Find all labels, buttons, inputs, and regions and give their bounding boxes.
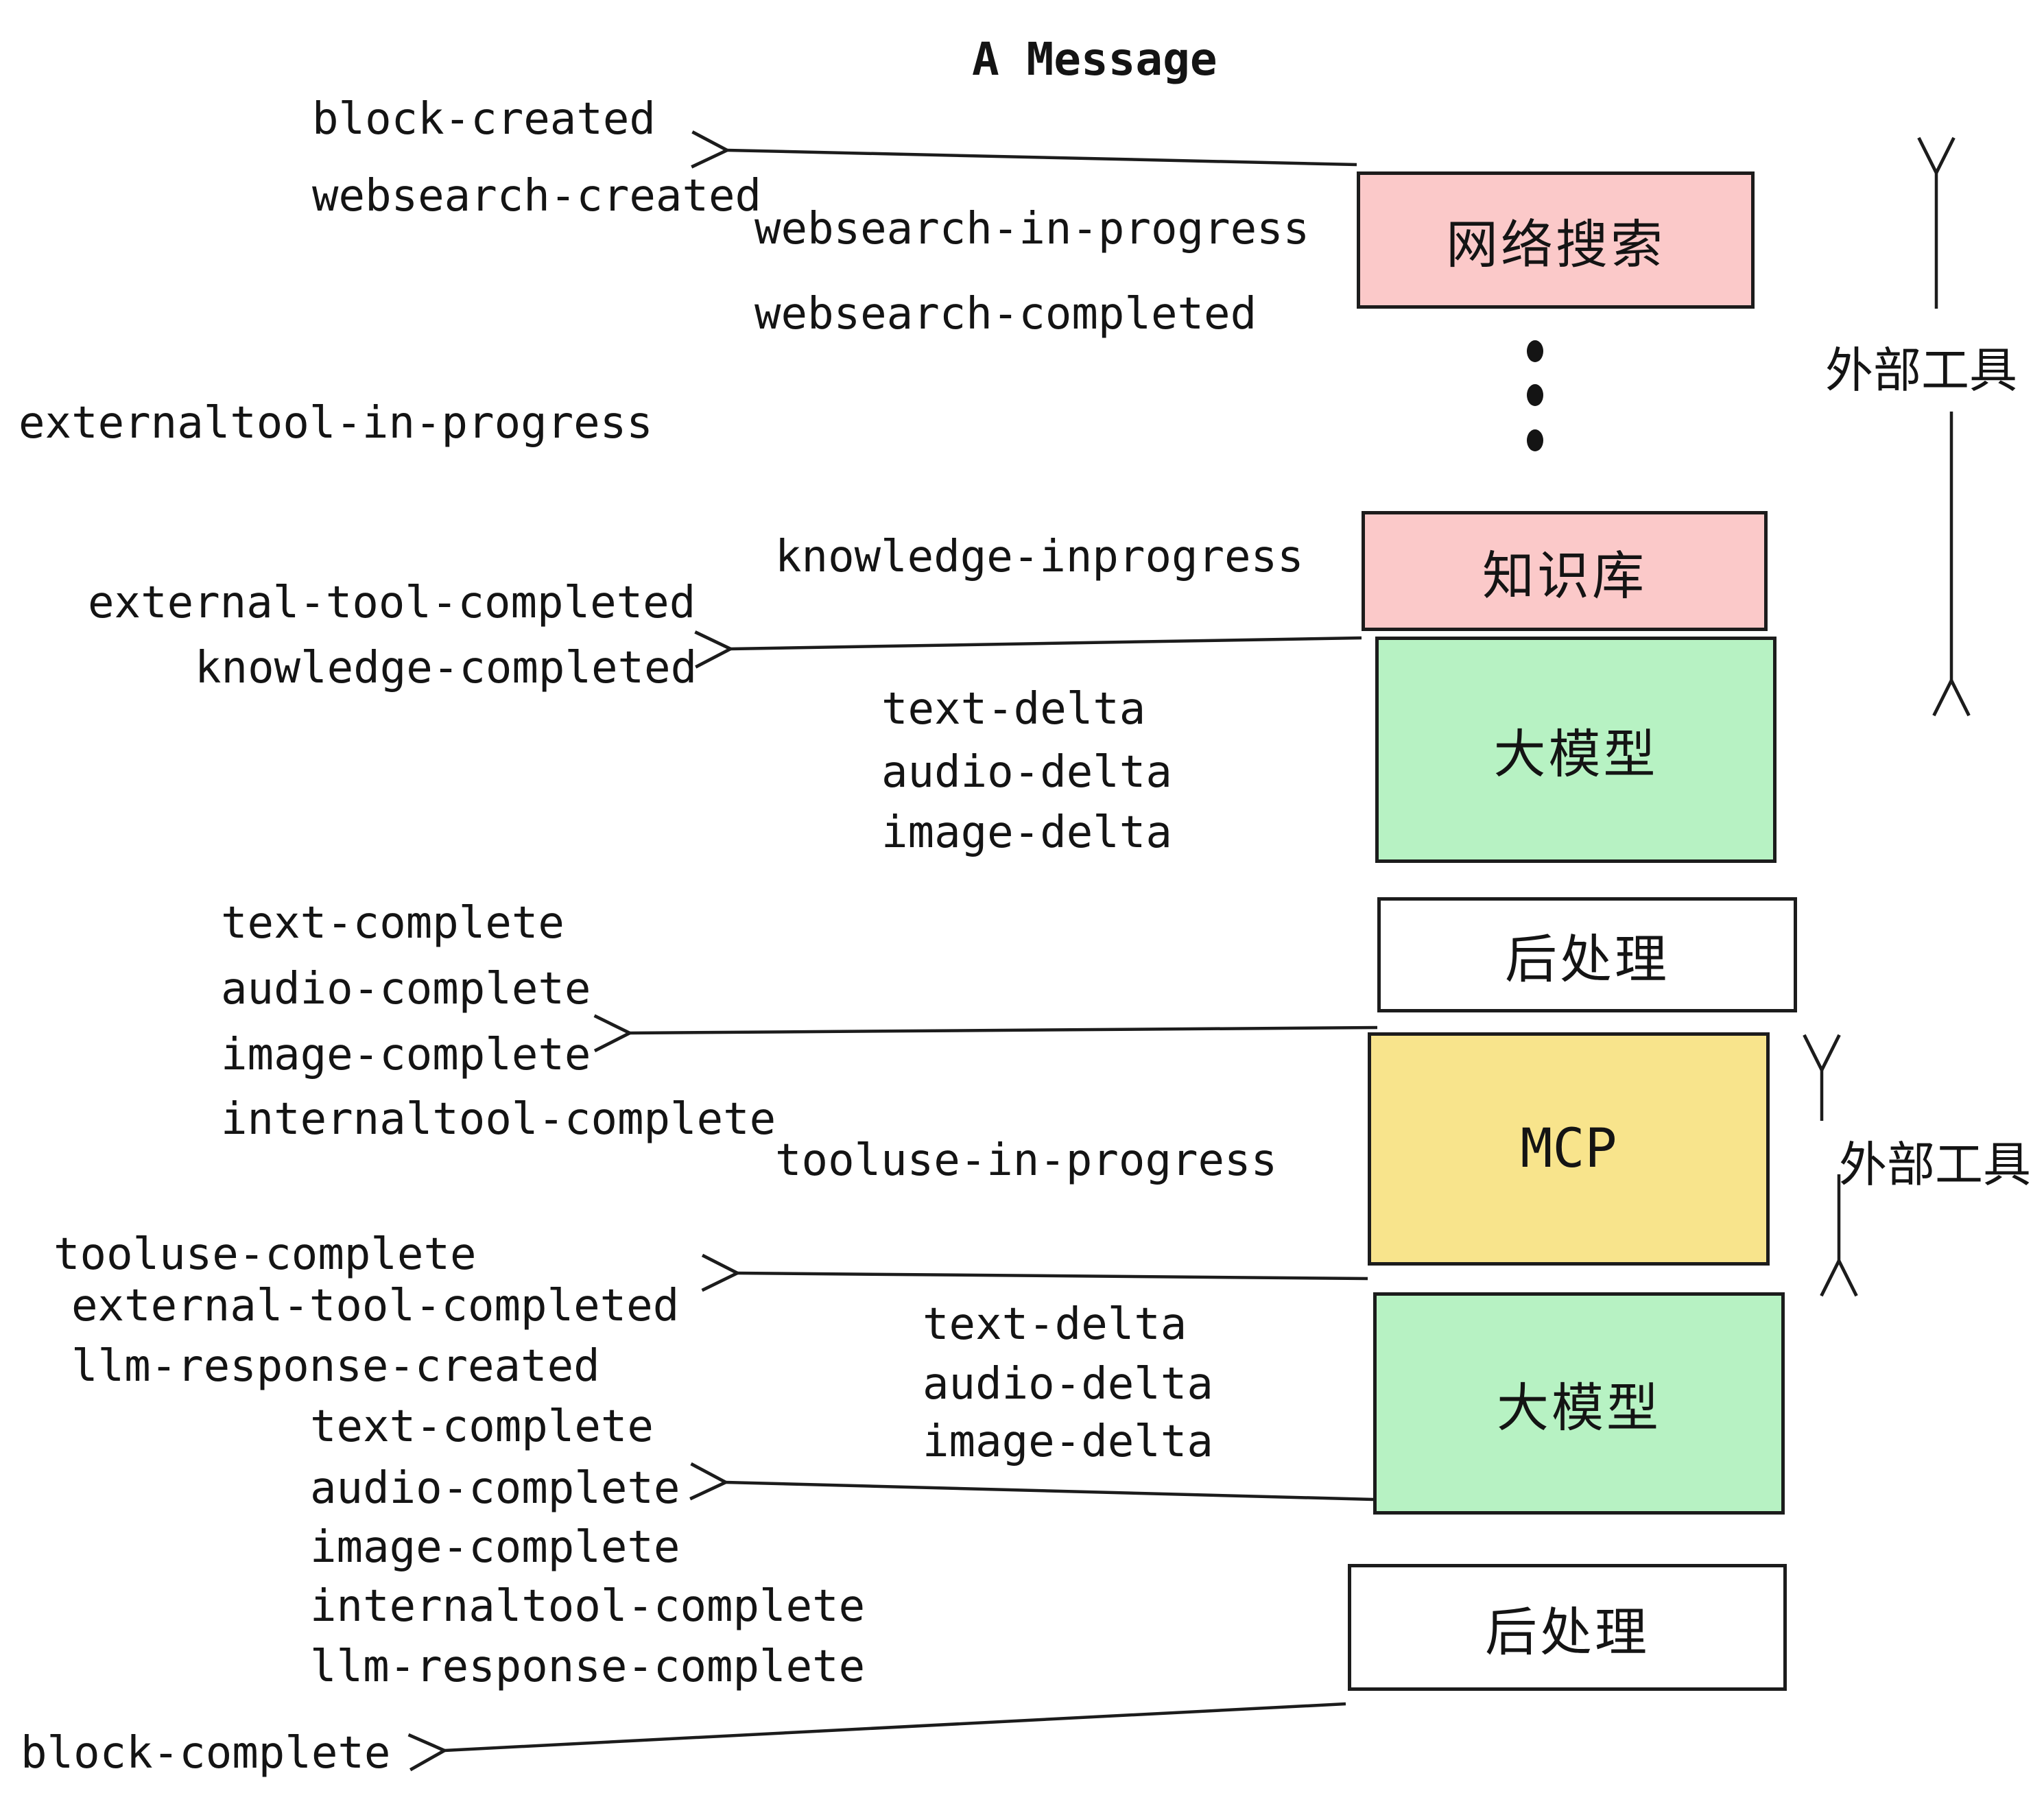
side-label-external-tools-1: 外部工具 — [1825, 342, 2017, 399]
box-websearch: 网络搜索 — [1357, 171, 1755, 309]
arrow-internaltool-complete — [593, 1014, 1378, 1053]
box-llm-2-label: 大模型 — [1497, 1377, 1661, 1438]
box-postprocess-1: 后处理 — [1377, 897, 1797, 1012]
event-label-knowledge-completed: knowledge-completed — [195, 643, 698, 693]
event-label-block-complete: block-complete — [21, 1728, 391, 1779]
event-label-knowledge-inprogress: knowledge-inprogress — [775, 532, 1304, 582]
event-label-text-complete-2: text-complete — [310, 1401, 654, 1452]
box-llm-1-label: 大模型 — [1493, 724, 1659, 785]
box-postprocess-2: 后处理 — [1348, 1564, 1787, 1691]
event-label-tooluse-in-progress: tooluse-in-progress — [775, 1135, 1278, 1186]
event-label-external-tool-completed-1: external-tool-completed — [88, 578, 696, 628]
event-label-audio-delta-1: audio-delta — [881, 747, 1172, 798]
arrow-websearch-created — [691, 130, 1357, 169]
arrow-block-complete — [407, 1702, 1346, 1772]
event-label-internaltool-complete-1: internaltool-complete — [221, 1094, 776, 1145]
event-label-tooluse-complete: tooluse-complete — [54, 1229, 477, 1280]
box-llm-2: 大模型 — [1373, 1292, 1785, 1515]
box-postprocess-2-label: 后处理 — [1485, 1601, 1650, 1663]
box-knowledge-label: 知识库 — [1482, 545, 1647, 606]
ellipsis-dots — [1527, 340, 1543, 451]
diagram-title: A Message — [972, 33, 1217, 86]
event-label-text-delta-2: text-delta — [923, 1299, 1187, 1350]
event-label-externaltool-in-progress: externaltool-in-progress — [19, 398, 653, 449]
box-mcp: MCP — [1368, 1032, 1770, 1266]
event-label-text-complete-1: text-complete — [221, 898, 565, 949]
event-label-image-complete-1: image-complete — [221, 1030, 591, 1080]
box-knowledge: 知识库 — [1362, 511, 1768, 631]
box-llm-1: 大模型 — [1375, 637, 1776, 863]
event-label-audio-delta-2: audio-delta — [923, 1359, 1213, 1410]
arrow-knowledge-completed — [694, 630, 1362, 669]
event-label-block-created: block-created — [312, 94, 656, 145]
arrow-audio-complete — [689, 1462, 1374, 1502]
event-label-llm-response-created: llm-response-created — [71, 1341, 600, 1392]
event-label-image-delta-2: image-delta — [923, 1416, 1213, 1467]
event-label-internaltool-complete-2: internaltool-complete — [310, 1581, 866, 1632]
arrow-tooluse-complete — [701, 1253, 1368, 1292]
event-label-image-complete-2: image-complete — [310, 1522, 680, 1573]
event-label-external-tool-completed-2: external-tool-completed — [71, 1281, 680, 1331]
box-websearch-label: 网络搜索 — [1446, 214, 1665, 275]
event-label-audio-complete-2: audio-complete — [310, 1463, 680, 1514]
event-label-websearch-completed: websearch-completed — [754, 289, 1257, 340]
box-mcp-label: MCP — [1520, 1118, 1617, 1180]
event-label-audio-complete-1: audio-complete — [221, 964, 591, 1014]
box-postprocess-1-label: 后处理 — [1505, 929, 1669, 990]
event-label-image-delta-1: image-delta — [881, 807, 1172, 858]
side-label-external-tools-2: 外部工具 — [1839, 1137, 2031, 1193]
event-label-websearch-in-progress: websearch-in-progress — [754, 204, 1310, 254]
event-label-llm-response-complete: llm-response-complete — [310, 1641, 866, 1692]
event-label-text-delta-1: text-delta — [881, 684, 1146, 735]
event-label-websearch-created: websearch-created — [312, 171, 762, 222]
